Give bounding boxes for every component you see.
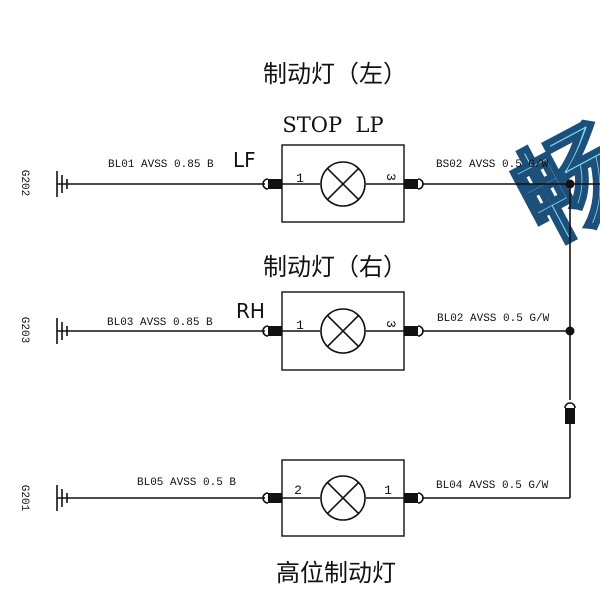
lamp-right-title: 制动灯（右）	[263, 253, 407, 281]
wire-label-bl01: BL01 AVSS 0.85 B	[108, 159, 214, 171]
junction-dot	[565, 179, 575, 189]
connector-arc-left	[262, 492, 269, 504]
ground-label-g203: G203	[18, 317, 30, 343]
pin-left: 2	[294, 483, 302, 498]
connector-left-icon	[268, 326, 282, 336]
lamp-right-group: 制动灯（右） G203 BL03 AVSS 0.85 B RH 1 3 BL02…	[18, 253, 570, 371]
connector-left-icon	[268, 179, 282, 189]
pin-right: 3	[383, 320, 398, 328]
wire-label-bl05: BL05 AVSS 0.5 B	[137, 477, 236, 489]
lamp-bulb-icon	[320, 308, 366, 354]
pin-left: 1	[296, 171, 304, 186]
connector-right-icon	[404, 493, 418, 503]
connector-arc-left	[262, 178, 269, 190]
lamp-left-subtitle: STOP LP	[282, 113, 383, 137]
ground-label-g201: G201	[18, 485, 30, 512]
junction-dot	[565, 326, 575, 336]
pin-right: 3	[383, 173, 398, 181]
connector-arc-left	[262, 325, 269, 337]
lamp-bulb-icon	[320, 161, 366, 207]
connector-right-icon	[404, 179, 418, 189]
lamp-left-title: 制动灯（左）	[263, 60, 407, 88]
pin-left: 1	[296, 318, 304, 333]
wire-label-bl04: BL04 AVSS 0.5 G/W	[436, 480, 549, 492]
side-tag-lf: LF	[233, 148, 256, 172]
ground-label-g202: G202	[18, 170, 30, 196]
lamp-left-group: 制动灯（左） STOP LP G202 BL01 AVSS 0.85 B LF …	[18, 60, 600, 223]
right-bus	[564, 179, 576, 498]
connector-bus-icon	[565, 408, 575, 424]
wire-label-bs02: BS02 AVSS 0.5 G/W	[436, 159, 549, 171]
connector-right-icon	[404, 326, 418, 336]
connector-arc-bus	[564, 402, 576, 409]
lamp-high-title: 高位制动灯	[276, 559, 396, 587]
wire-label-bl02: BL02 AVSS 0.5 G/W	[437, 313, 550, 325]
wire-label-bl03: BL03 AVSS 0.85 B	[107, 317, 213, 329]
connector-left-icon	[268, 493, 282, 503]
lamp-bulb-icon	[320, 475, 366, 521]
side-tag-rh: RH	[236, 299, 265, 323]
lamp-high-group: G201 BL05 AVSS 0.5 B 2 1 BL04 AVSS 0.5 G…	[18, 459, 570, 587]
pin-right: 1	[384, 483, 392, 498]
